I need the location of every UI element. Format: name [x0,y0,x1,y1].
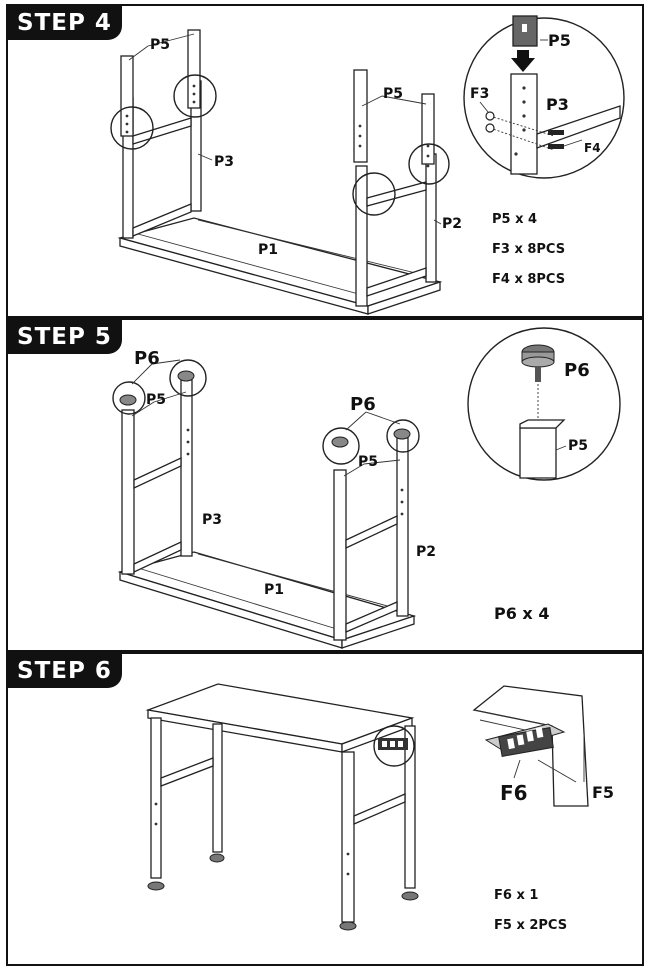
detail-label-p6: P6 [564,360,590,381]
step-6-title: STEP 6 [8,654,122,688]
label-p2: P2 [442,216,462,232]
frame-p3 [122,80,202,239]
label-p1: P1 [258,242,278,258]
step-4-panel: STEP 4 [6,4,644,318]
label-p1: P1 [264,582,284,598]
detail-label-f6: F6 [500,781,528,805]
detail-label-p3: P3 [546,95,569,114]
label-p2: P2 [416,544,436,560]
detail-label-p5: P5 [568,438,588,454]
detail-label-f4: F4 [584,141,601,155]
step-5-diagram: P6 P5 P6 P5 P3 P1 P2 P6 P5 [112,327,621,649]
frame-p2 [333,437,409,641]
label-p6-b: P6 [350,394,376,415]
label-p3: P3 [214,154,234,170]
frame-p1 [117,551,417,649]
frame-p2 [355,153,437,307]
label-p3: P3 [202,512,222,528]
step-6-detail: F6 F5 [472,685,614,807]
frame-p3 [121,379,193,575]
label-p6-a: P6 [134,348,160,369]
step-6-panel: STEP 6 [6,652,644,966]
step-5-panel: STEP 5 [6,318,644,652]
parts-p6: P6 x 4 [494,604,550,623]
foot-p6 [119,370,411,448]
step-4-diagram: P5 P5 P3 P1 P2 P5 P3 F3 [110,15,625,315]
detail-label-f3: F3 [470,86,489,102]
workbench [145,683,419,931]
detail-label-p5: P5 [548,31,571,50]
parts-f5: F5 x 2PCS [494,918,568,933]
label-p5-b: P5 [358,454,378,470]
detail-label-f5: F5 [592,783,614,802]
parts-f6: F6 x 1 [494,888,539,903]
frame-p1 [117,217,443,315]
parts-f4: F4 x 8PCS [492,272,566,287]
parts-f3: F3 x 8PCS [492,242,566,257]
label-p5-a: P5 [150,37,170,53]
step-5-detail: P6 P5 [467,327,621,481]
step-4-detail: P5 P3 F3 F4 [463,15,625,179]
label-p5-b: P5 [383,86,403,102]
label-p5-a: P5 [146,392,166,408]
upright-p5 [120,29,435,168]
step-6-diagram: F6 F5 [145,683,614,931]
step-4-title: STEP 4 [8,6,122,40]
step-5-title: STEP 5 [8,320,122,354]
parts-p5: P5 x 4 [492,212,538,227]
